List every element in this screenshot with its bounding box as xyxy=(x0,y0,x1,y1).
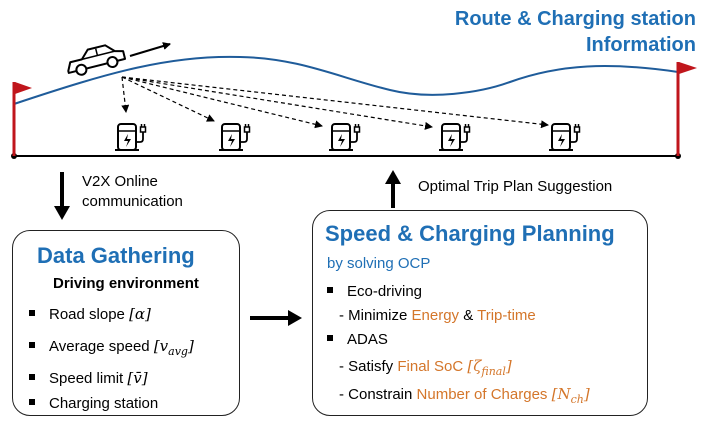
charging-station-icon xyxy=(439,123,471,151)
minimize-line: - Minimize Energy & Trip-time xyxy=(339,307,536,324)
v2x-label-line2: communication xyxy=(82,193,183,210)
data-gathering-title: Data Gathering xyxy=(37,243,195,268)
data-gathering-box: Data Gathering Driving environment Road … xyxy=(12,230,240,416)
v2x-down-arrow xyxy=(54,172,70,220)
list-item-road-slope: Road slope [α] xyxy=(29,305,151,324)
speed-charging-planning-box: Speed & Charging Planning by solving OCP… xyxy=(312,210,648,416)
end-flag-icon xyxy=(676,62,697,156)
route-info-title: Route & Charging station Information xyxy=(376,6,696,58)
energy-text: Energy xyxy=(411,307,460,324)
adas-item: ADAS xyxy=(327,331,388,349)
start-flag-icon xyxy=(12,82,32,156)
charging-station-icon xyxy=(329,123,361,151)
flow-right-arrow xyxy=(250,310,302,326)
optimal-plan-label: Optimal Trip Plan Suggestion xyxy=(418,178,613,195)
v2x-signal-lines xyxy=(121,76,549,130)
driving-environment-subtitle: Driving environment xyxy=(53,275,199,292)
optimal-up-arrow xyxy=(385,170,401,208)
list-item-average-speed: Average speed [vavg] xyxy=(29,337,194,361)
satisfy-line: - Satisfy Final SoC [ζfinal] xyxy=(339,357,512,378)
car-direction-arrow xyxy=(129,42,171,57)
list-item-speed-limit: Speed limit [v̄] xyxy=(29,369,148,388)
constrain-line: - Constrain Number of Charges [Nch] xyxy=(339,385,590,406)
planning-subtitle: by solving OCP xyxy=(327,255,431,272)
charging-station-icon xyxy=(549,123,581,151)
charging-station-icon xyxy=(115,123,147,151)
elevation-profile xyxy=(13,55,679,105)
v2x-label-line1: V2X Online xyxy=(82,173,158,190)
title-line-2: Information xyxy=(586,34,696,56)
car-icon xyxy=(67,44,127,76)
charging-station-icon xyxy=(219,123,251,151)
road-baseline xyxy=(11,153,681,159)
title-line-1: Route & Charging station xyxy=(454,8,696,30)
trip-time-text: Trip-time xyxy=(477,307,536,324)
v2x-label: V2X Online communication xyxy=(82,172,183,212)
planning-title: Speed & Charging Planning xyxy=(325,221,615,246)
eco-driving-item: Eco-driving xyxy=(327,283,422,301)
list-item-charging-station: Charging station xyxy=(29,395,158,413)
